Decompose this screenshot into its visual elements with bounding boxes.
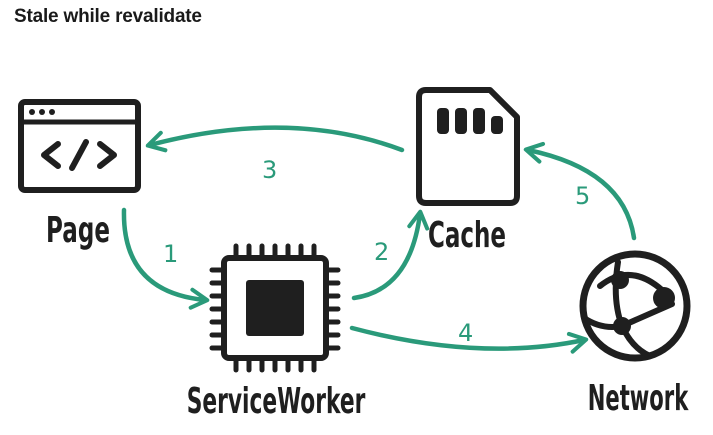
code-window-icon xyxy=(18,99,141,193)
network-label: Network xyxy=(588,377,690,418)
diagram-title: Stale while revalidate xyxy=(14,6,202,27)
step-number-2: 2 xyxy=(374,238,389,266)
arrow-step-5 xyxy=(523,141,637,241)
cache-label: Cache xyxy=(428,215,506,256)
step-number-4: 4 xyxy=(458,319,473,347)
service-worker-label: ServiceWorker xyxy=(187,379,366,421)
sd-card-icon xyxy=(416,87,520,206)
arrow-step-1 xyxy=(121,207,210,310)
globe-network-icon xyxy=(579,250,691,362)
cpu-chip-icon xyxy=(209,243,341,373)
page-label: Page xyxy=(46,210,110,251)
step-number-1: 1 xyxy=(163,240,178,268)
step-number-5: 5 xyxy=(575,182,590,210)
step-number-3: 3 xyxy=(262,156,277,184)
arrow-step-3 xyxy=(145,125,405,153)
arrow-step-2 xyxy=(351,209,430,301)
arrow-step-4 xyxy=(349,325,589,354)
